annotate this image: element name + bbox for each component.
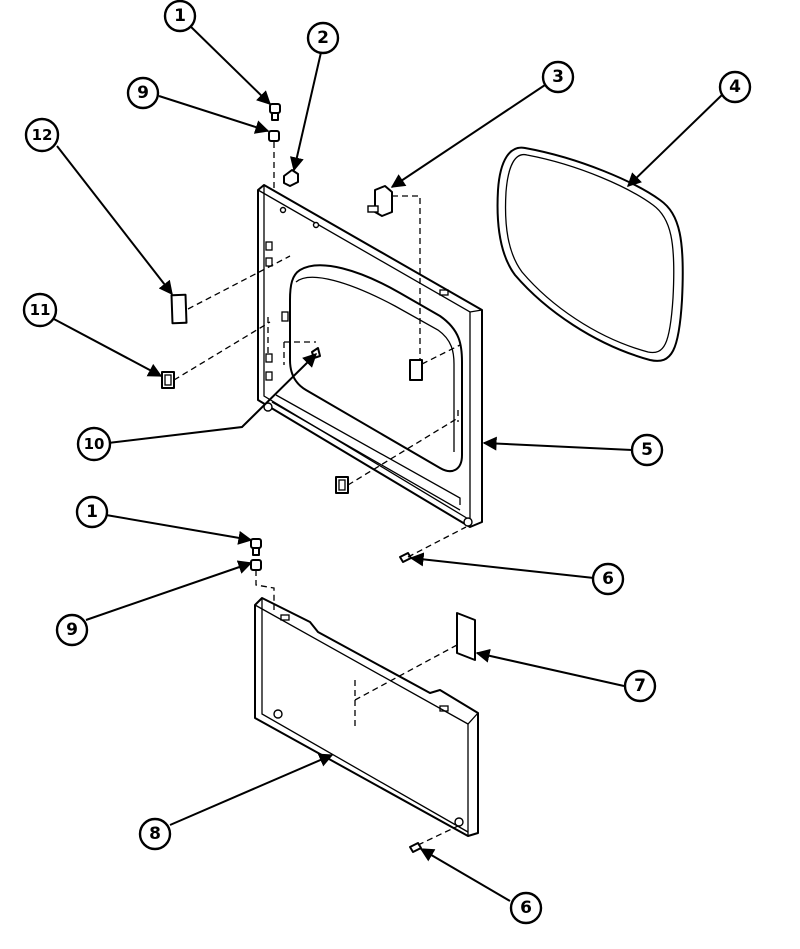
callout-6-bottom: 6 xyxy=(509,891,543,925)
callout-6-top: 6 xyxy=(591,562,625,596)
callout-5: 5 xyxy=(630,433,664,467)
svg-text:12: 12 xyxy=(32,126,53,144)
lower-panel xyxy=(254,597,479,837)
clip-lower xyxy=(335,476,349,494)
callout-1-bottom: 1 xyxy=(75,495,109,529)
callout-12: 12 xyxy=(24,117,60,153)
callout-1-top: 1 xyxy=(163,0,197,33)
nut-9-top xyxy=(268,130,280,142)
svg-text:7: 7 xyxy=(634,676,646,696)
svg-text:6: 6 xyxy=(602,569,614,589)
label-7 xyxy=(456,612,476,661)
callout-9-top: 9 xyxy=(126,76,160,110)
nut-9-bottom xyxy=(250,559,262,571)
svg-text:2: 2 xyxy=(317,28,329,48)
leader-lines xyxy=(51,21,725,902)
callout-9-bottom: 9 xyxy=(55,613,89,647)
svg-text:9: 9 xyxy=(66,620,78,640)
svg-text:11: 11 xyxy=(30,301,51,319)
callout-11: 11 xyxy=(22,292,58,328)
door-switch-clip xyxy=(283,169,299,187)
callout-7: 7 xyxy=(623,669,657,703)
svg-text:1: 1 xyxy=(86,502,98,522)
callout-10: 10 xyxy=(76,426,112,462)
svg-text:5: 5 xyxy=(641,440,653,460)
svg-text:6: 6 xyxy=(520,898,532,918)
hinge-bracket xyxy=(367,185,393,217)
svg-text:10: 10 xyxy=(84,435,105,453)
callout-8: 8 xyxy=(138,817,172,851)
callout-2: 2 xyxy=(306,21,340,55)
front-panel xyxy=(257,184,483,528)
screw-6-top xyxy=(399,552,412,563)
screw-1-top xyxy=(269,103,281,121)
svg-text:1: 1 xyxy=(174,6,186,26)
svg-text:8: 8 xyxy=(149,824,161,844)
pad-right xyxy=(409,359,423,381)
assembly-lines xyxy=(173,142,467,846)
insulation-pad-12 xyxy=(170,293,188,325)
door-gasket xyxy=(496,146,684,362)
svg-text:4: 4 xyxy=(729,77,741,97)
svg-text:9: 9 xyxy=(137,83,149,103)
callout-3: 3 xyxy=(541,60,575,94)
screw-1-bottom xyxy=(250,538,262,556)
svg-text:3: 3 xyxy=(552,67,564,87)
clip-11 xyxy=(161,371,175,389)
callout-4: 4 xyxy=(718,70,752,104)
